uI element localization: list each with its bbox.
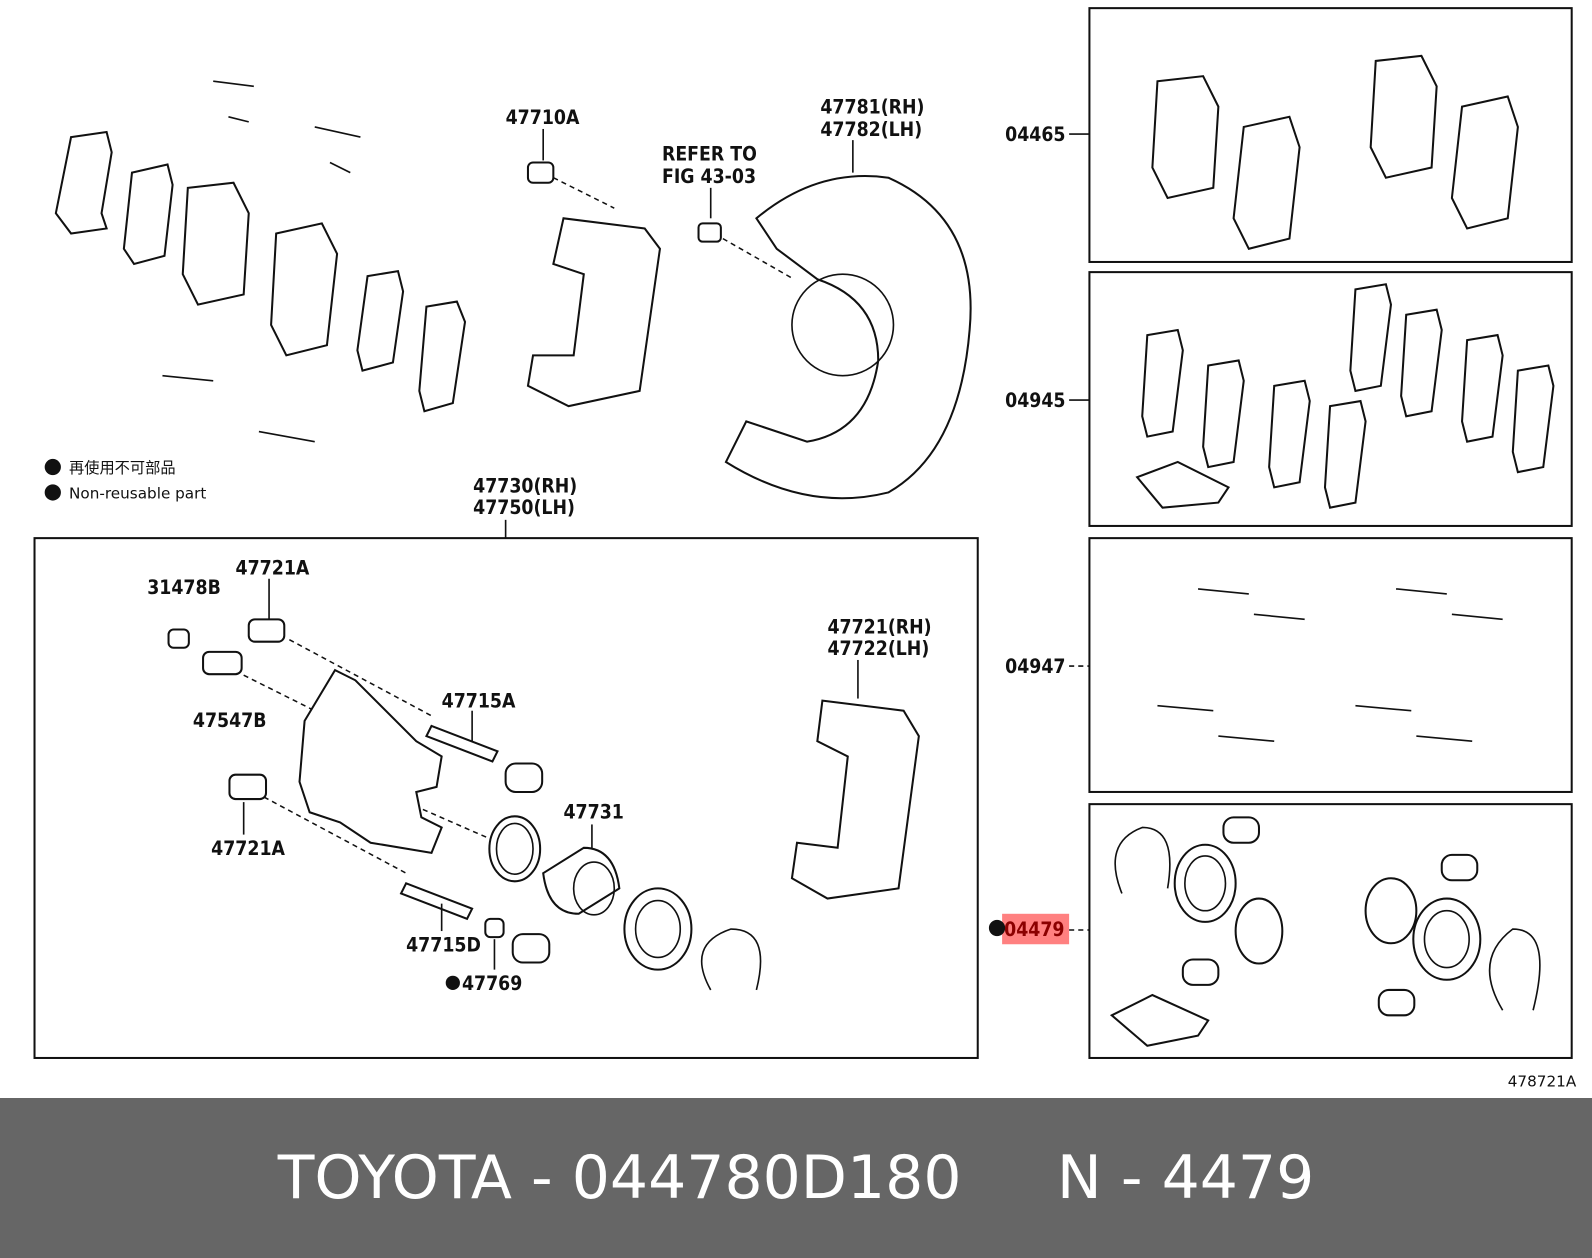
callout-47722: 47722(LH): [827, 637, 929, 660]
callout-47721A-top: 47721A: [236, 557, 310, 580]
caliper-bracket-drawing: [526, 161, 795, 408]
highlight-04479: [1002, 913, 1070, 945]
callout-47715D: 47715D: [406, 933, 481, 956]
footer-part-number: TOYOTA - 044780D180: [277, 1143, 962, 1213]
callout-47731: 47731: [563, 800, 623, 823]
legend-jp: 再使用不可部品: [69, 459, 176, 477]
callout-31478B: 31478B: [147, 576, 221, 599]
non-reusable-dot-icon: [445, 975, 460, 990]
footer-spacer: [962, 1143, 1057, 1213]
shim-kit-drawing: [1135, 283, 1555, 509]
callout-04945: 04945: [1005, 389, 1065, 412]
callout-04465: 04465: [1005, 123, 1065, 146]
figure-id: 478721A: [1508, 1072, 1577, 1090]
callout-fig: FIG 43-03: [662, 165, 756, 188]
caliper-assembly-frame: [33, 537, 979, 1059]
callout-47769: 47769: [462, 972, 522, 995]
pad-kit-drawing: [1151, 54, 1519, 250]
kit-04465-frame: [1088, 7, 1573, 263]
brake-pad-shims-drawing: [54, 80, 467, 443]
callout-47782: 47782(LH): [820, 118, 922, 141]
callout-47547B: 47547B: [193, 709, 267, 732]
callout-04947: 04947: [1005, 655, 1065, 678]
callout-47715A: 47715A: [442, 690, 516, 713]
legend-en: Non-reusable part: [69, 485, 206, 503]
footer-code: N - 4479: [1056, 1143, 1315, 1213]
callout-refer-to: REFER TO: [662, 142, 757, 165]
kit-04945-frame: [1088, 271, 1573, 527]
non-reusable-dot-icon: [988, 919, 1006, 937]
callout-47750: 47750(LH): [473, 496, 575, 519]
non-reusable-dot-icon: [44, 484, 61, 501]
disc-dust-cover-drawing: [724, 174, 972, 500]
callout-47710A: 47710A: [506, 106, 580, 129]
kit-04947-frame: [1088, 537, 1573, 793]
non-reusable-dot-icon: [44, 458, 61, 476]
callout-47781: 47781(RH): [820, 96, 924, 119]
callout-47730: 47730(RH): [473, 474, 577, 497]
callout-47721: 47721(RH): [827, 616, 931, 639]
callout-04479[interactable]: 04479: [1004, 918, 1064, 941]
kit-04479-frame: [1088, 803, 1573, 1059]
seal-kit-drawing: [1109, 816, 1541, 1047]
footer-bar: TOYOTA - 044780D180 N - 4479: [0, 1098, 1592, 1258]
clip-kit-drawing: [1157, 588, 1503, 743]
callout-47721A-bottom: 47721A: [211, 837, 285, 860]
